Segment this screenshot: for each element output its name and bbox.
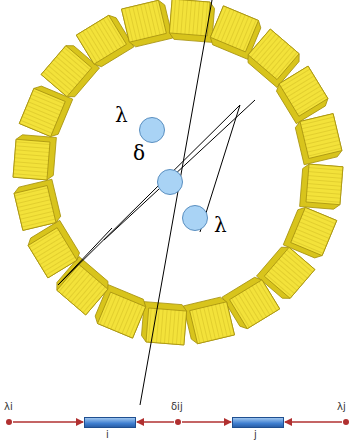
node-label: λj — [337, 402, 346, 412]
field-line — [58, 105, 240, 285]
node-label: i — [106, 430, 109, 440]
magnet-block — [141, 302, 187, 345]
force-arrow — [137, 421, 174, 423]
magnet-block — [13, 134, 56, 180]
node-dot: λi — [6, 419, 12, 425]
node-label: δij — [171, 402, 183, 412]
magnet-block — [122, 0, 173, 48]
beam-element: j — [232, 417, 284, 428]
force-arrow — [285, 421, 342, 423]
force-arrow — [13, 421, 83, 423]
node-label: λi — [4, 402, 13, 412]
magnet-block — [13, 179, 62, 230]
field-line — [104, 100, 255, 240]
node-label: λ — [115, 105, 128, 125]
beam-element: i — [84, 417, 136, 428]
node-dot: λj — [343, 419, 349, 425]
point-circle: λ — [182, 205, 208, 231]
force-arrow — [182, 421, 231, 423]
node-dot: δij — [175, 419, 181, 425]
point-circle: λ — [139, 117, 165, 143]
node-label: δ — [133, 143, 145, 163]
magnet-block — [300, 164, 343, 210]
magnet-block — [274, 66, 331, 124]
magnet-block — [294, 114, 343, 165]
field-line — [140, 0, 212, 405]
point-circle: δ — [157, 169, 183, 195]
field-line — [58, 228, 112, 285]
node-label: λ — [214, 215, 227, 235]
magnet-block — [183, 296, 234, 345]
node-label: j — [254, 430, 257, 440]
